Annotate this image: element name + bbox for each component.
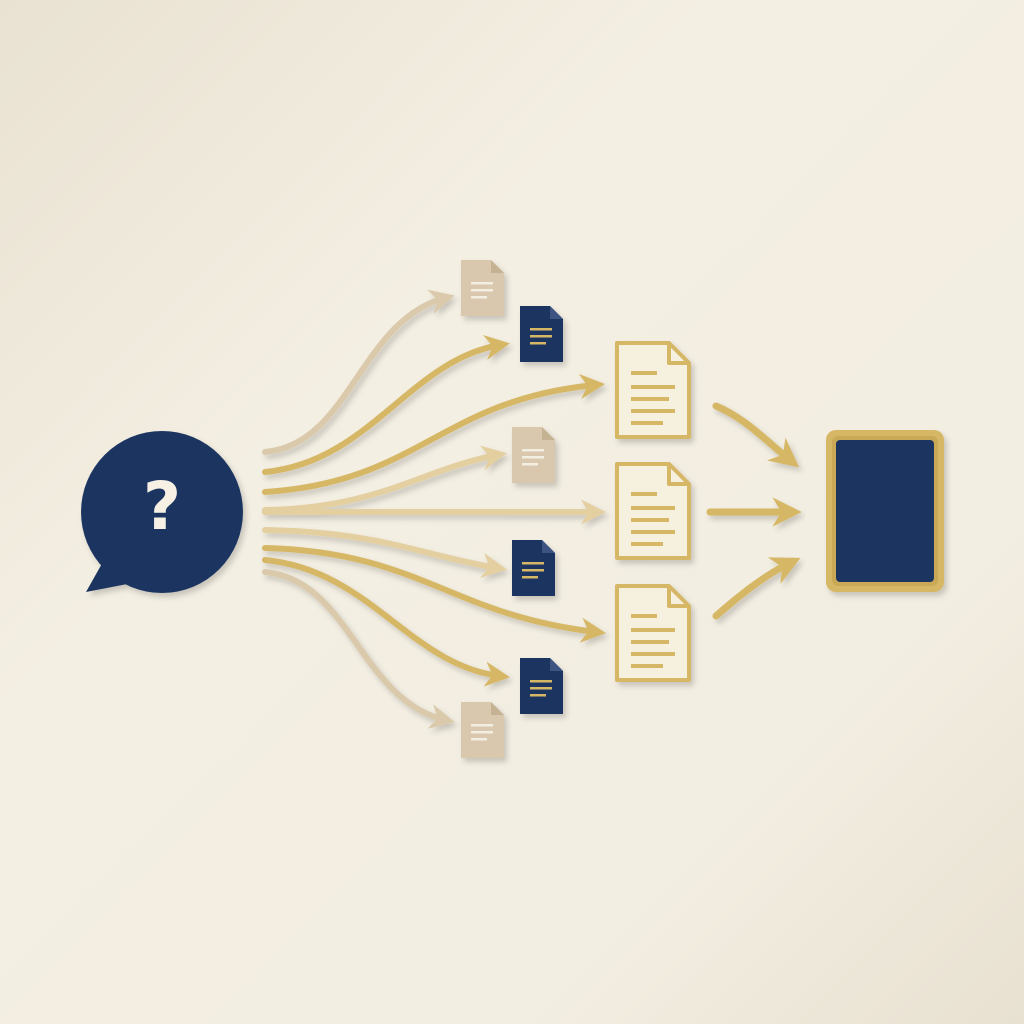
arrow-to-source-2 — [262, 335, 510, 475]
fan-out-arrows — [262, 289, 607, 729]
arrow-to-source-1 — [262, 289, 455, 455]
source-document-icon — [461, 260, 504, 316]
source-document-icon — [461, 702, 504, 758]
ranked-documents — [615, 341, 691, 682]
question-bubble-icon — [81, 431, 243, 593]
arrow-to-ranked-doc-3 — [262, 545, 607, 643]
ranked-document-icon — [615, 584, 691, 682]
source-documents — [461, 260, 563, 758]
arrow-to-ranked-doc-1 — [262, 373, 606, 495]
source-document-icon — [512, 427, 555, 483]
arrow-to-source-6 — [262, 569, 455, 729]
arrow-ranked-1-to-tablet — [712, 402, 800, 468]
ranked-document-icon — [615, 341, 691, 439]
converging-arrows — [706, 402, 802, 620]
answer-tablet-icon — [826, 430, 944, 592]
arrow-to-source-4 — [262, 527, 507, 578]
source-document-icon — [520, 658, 563, 714]
source-document-icon — [520, 306, 563, 362]
ranked-document-icon — [615, 462, 691, 560]
source-document-icon — [512, 540, 555, 596]
arrow-to-source-5 — [262, 557, 511, 687]
arrow-ranked-3-to-tablet — [712, 557, 801, 620]
arrow-to-source-3 — [262, 445, 507, 513]
